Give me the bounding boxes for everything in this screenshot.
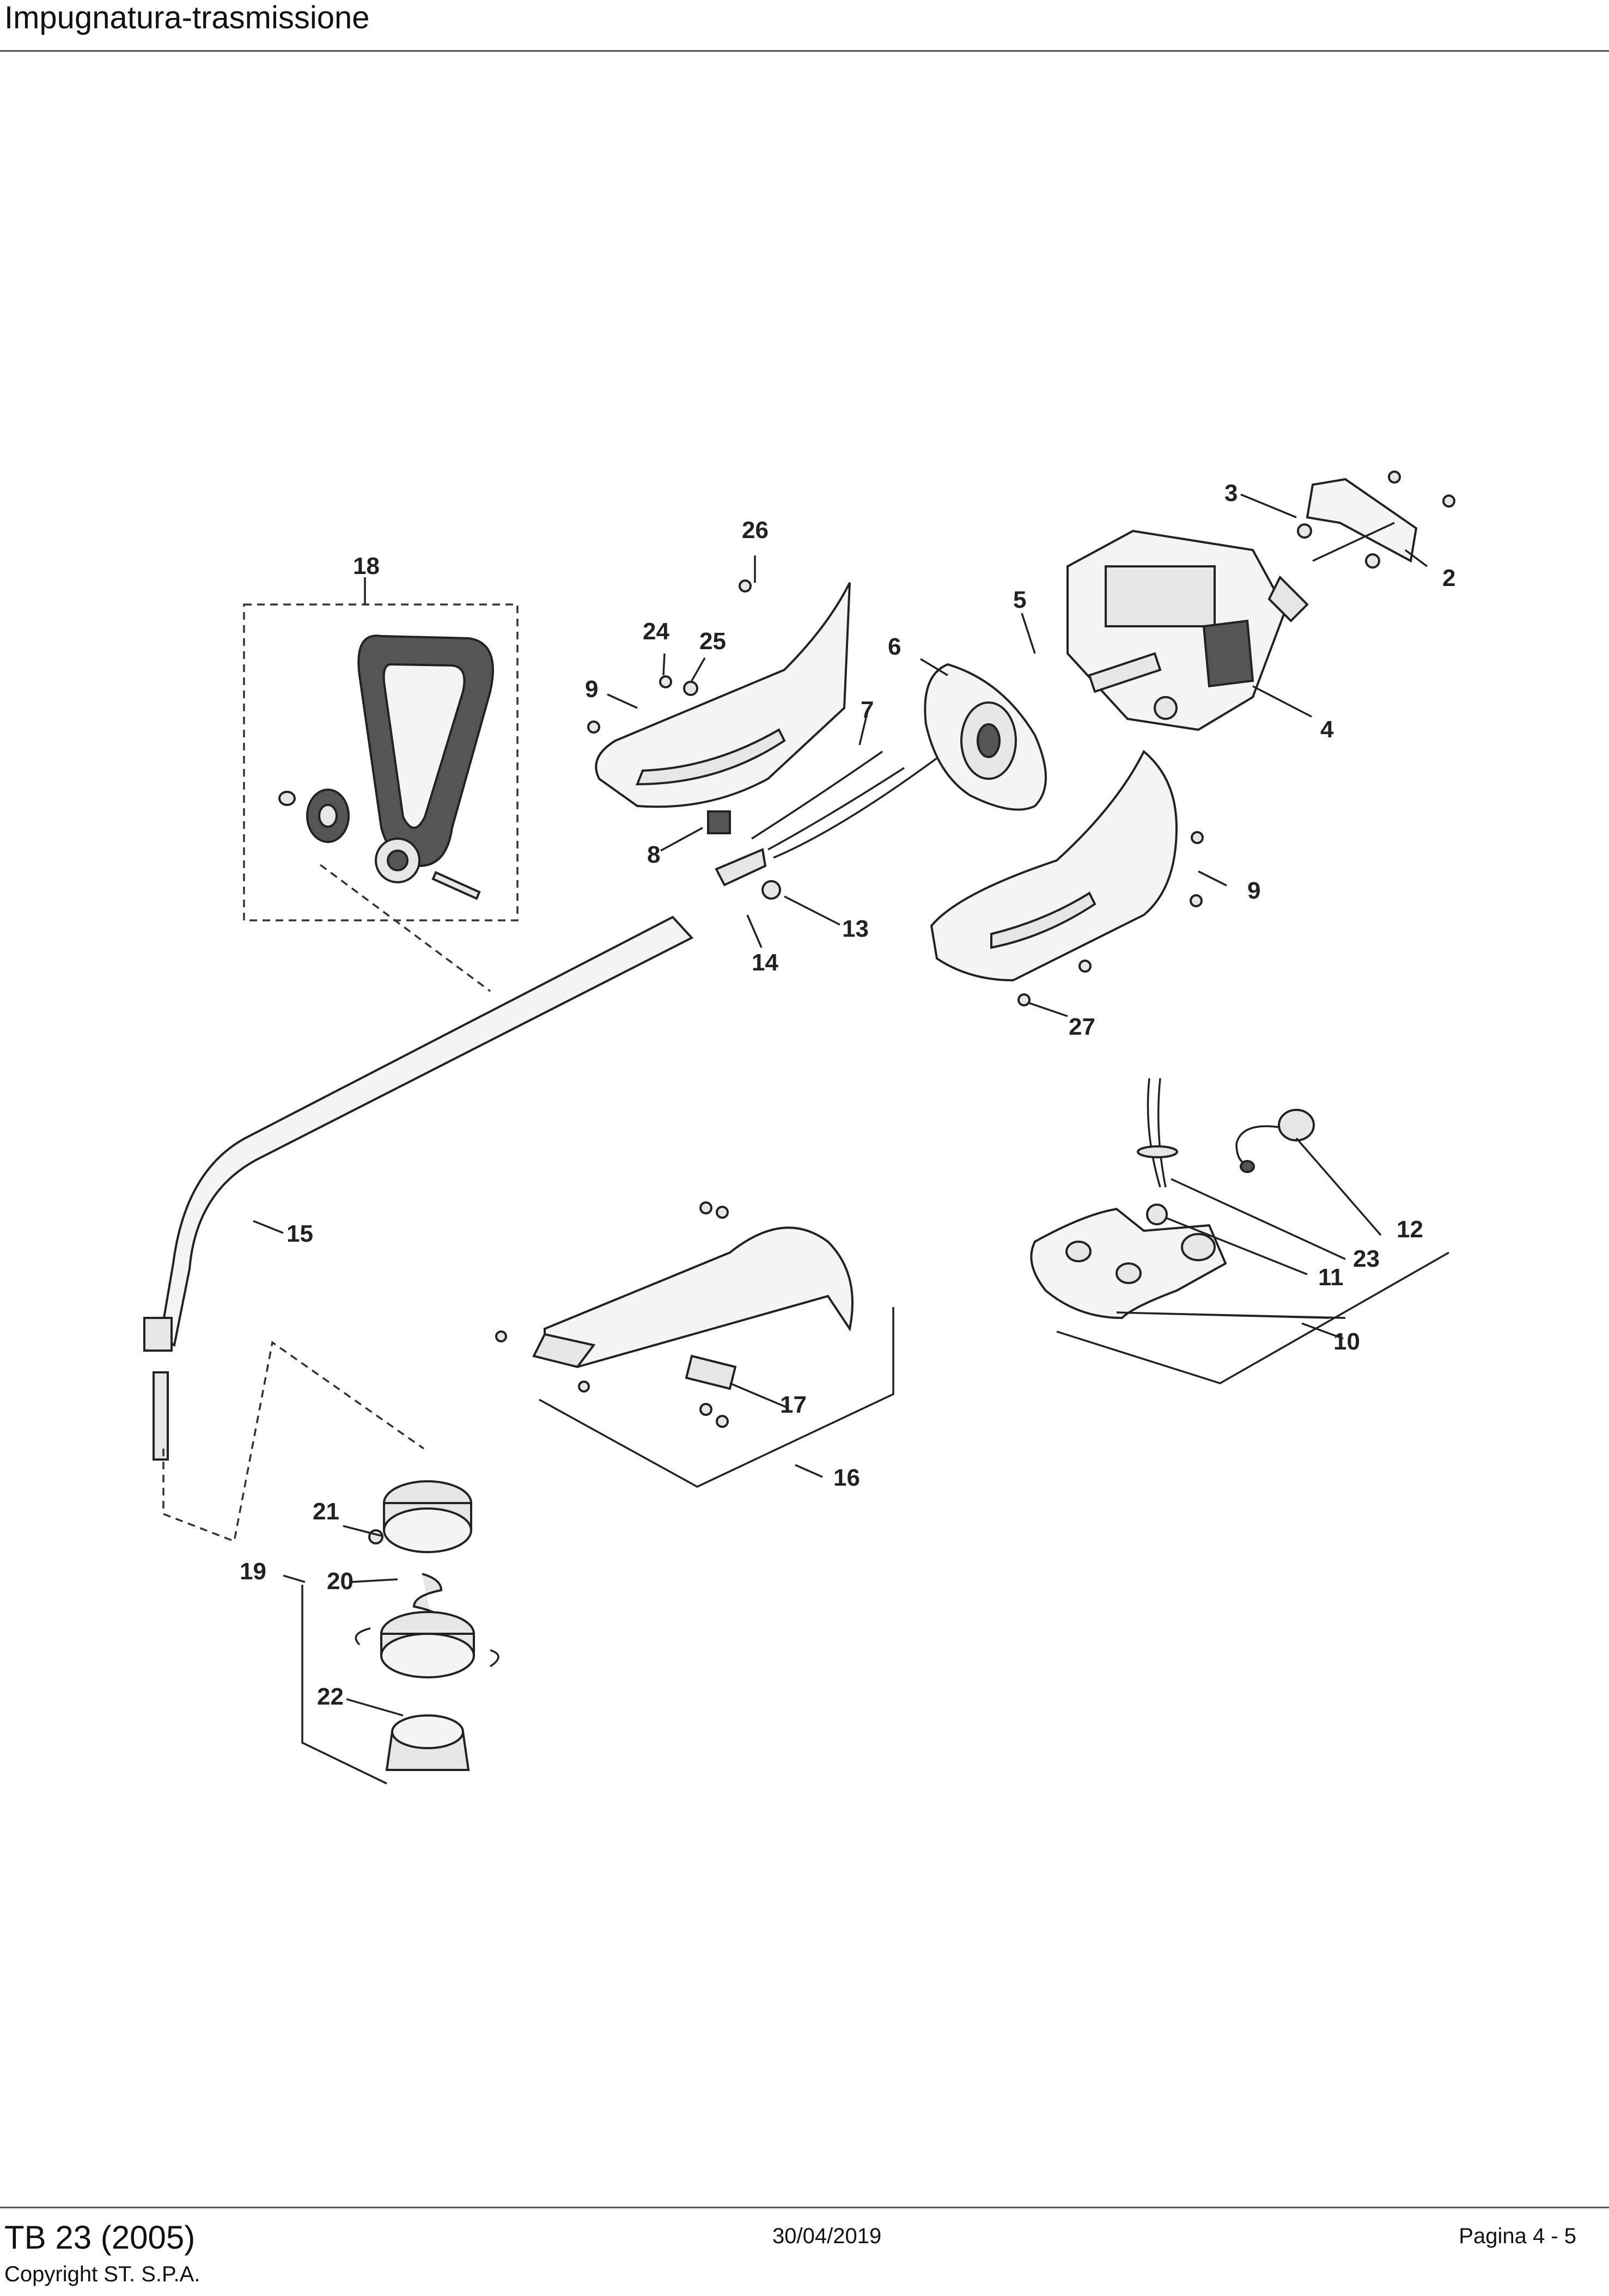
- callout-23: 23: [1353, 1245, 1380, 1272]
- callout-9-right: 9: [1247, 877, 1260, 904]
- callout-14: 14: [752, 949, 778, 976]
- callout-21: 21: [313, 1498, 339, 1525]
- leader-lines: [253, 493, 1449, 1785]
- callout-13: 13: [842, 915, 869, 942]
- callout-15: 15: [287, 1220, 313, 1247]
- callout-26: 26: [742, 517, 769, 544]
- fuel-cap: [1235, 1109, 1315, 1173]
- callout-10: 10: [1333, 1328, 1360, 1355]
- callout-20: 20: [327, 1568, 354, 1595]
- callout-25: 25: [699, 628, 726, 655]
- footer-date: 30/04/2019: [772, 2224, 882, 2248]
- callout-12: 12: [1397, 1216, 1423, 1243]
- left-handle-half: [587, 579, 851, 808]
- callout-9-left: 9: [585, 676, 598, 703]
- engine: [1066, 529, 1309, 731]
- callout-4: 4: [1320, 716, 1334, 743]
- page-title: Impugnatura-trasmissione: [4, 0, 370, 35]
- callout-22: 22: [317, 1683, 344, 1710]
- callout-18: 18: [353, 553, 380, 579]
- blade-guard: [495, 1201, 854, 1428]
- callout-17: 17: [780, 1391, 807, 1418]
- callout-5: 5: [1013, 587, 1026, 613]
- engine-flange: [924, 663, 1047, 811]
- footer-rule: [0, 2207, 1609, 2208]
- front-handle: [278, 634, 494, 900]
- fuel-lines: [1137, 1078, 1178, 1225]
- callout-27: 27: [1069, 1013, 1095, 1040]
- footer-model: TB 23 (2005): [4, 2219, 196, 2256]
- callout-3: 3: [1224, 480, 1238, 506]
- right-engine-cover: [930, 749, 1204, 1006]
- callout-8: 8: [647, 841, 660, 868]
- callout-6: 6: [888, 633, 901, 660]
- callout-2: 2: [1442, 565, 1455, 591]
- footer-copyright: Copyright ST. S.P.A.: [4, 2262, 200, 2286]
- callout-7: 7: [861, 697, 874, 723]
- callout-11: 11: [1318, 1264, 1344, 1291]
- callout-16: 16: [833, 1464, 860, 1491]
- trimmer-head: [355, 1480, 499, 1771]
- handle-assembly-box: [243, 603, 519, 921]
- callout-24: 24: [643, 618, 669, 645]
- footer-page-number: Pagina 4 - 5: [1459, 2224, 1576, 2248]
- header-rule: [0, 50, 1609, 52]
- fuel-tank: [1030, 1207, 1227, 1320]
- callout-19: 19: [240, 1558, 266, 1585]
